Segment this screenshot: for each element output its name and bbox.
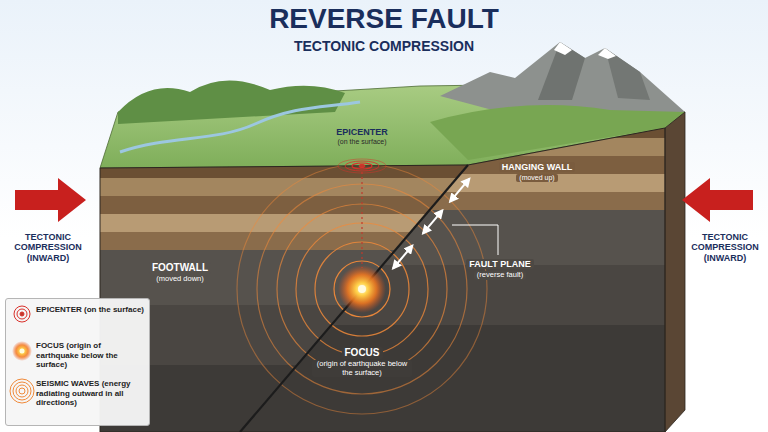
symbol-core (20, 349, 25, 354)
river (120, 102, 360, 152)
seismic-wave (257, 184, 467, 394)
seismic-wave (334, 261, 390, 317)
focus-note: (origin of earthquake below the surface) (312, 360, 412, 377)
focus-label: FOCUS (342, 347, 383, 359)
symbol-ring (19, 388, 25, 394)
layer-group (95, 48, 675, 432)
snow-cap (554, 42, 572, 55)
legend-symbols (6, 299, 151, 427)
epicenter-label: EPICENTER (336, 127, 388, 137)
legend-panel: EPICENTER (on the surface) FOCUS (origin … (5, 298, 150, 426)
rock-layer (95, 156, 675, 174)
symbol-ring (16, 385, 28, 397)
legend-text: EPICENTER (on the surface) (36, 305, 144, 315)
hanging-wall-label: HANGING WALL (499, 162, 576, 172)
rock-layer (95, 210, 675, 265)
rock-layer (95, 174, 675, 192)
slip-arrows (393, 179, 469, 269)
seismic-wave (315, 242, 409, 336)
epicenter-focus-line (361, 172, 362, 268)
mountain-shade (538, 42, 585, 100)
rock-layer (95, 48, 675, 138)
slip-arrow (393, 246, 412, 269)
focus-glow (338, 265, 386, 313)
block-outline (100, 128, 665, 432)
symbol-ring (17, 309, 27, 319)
force-label: TECTONIC COMPRESSION (INWARD) (686, 232, 764, 263)
seismic-waves (237, 164, 487, 414)
waves-symbol (10, 379, 34, 403)
compression-arrow (15, 178, 86, 222)
rock-layer (95, 325, 675, 432)
fault-line (240, 165, 468, 432)
diagram-title: REVERSE FAULT (0, 3, 768, 35)
epicenter-dot (359, 164, 365, 167)
symbol-dot (20, 312, 24, 316)
slip-arrow (423, 210, 442, 233)
subtitle: TECTONIC COMPRESSION (294, 38, 474, 54)
rock-layer (95, 88, 675, 178)
force-label: TECTONIC COMPRESSION (INWARD) (6, 232, 90, 263)
symbol-ring (10, 379, 34, 403)
side-face (665, 112, 685, 432)
seismic-wave (277, 204, 447, 374)
epicenter-symbol (14, 306, 30, 322)
focus-core (358, 285, 366, 293)
epicenter-rings (338, 159, 386, 173)
epicenter-ring (352, 163, 372, 169)
fault-leader (452, 225, 498, 255)
symbol-glow (12, 341, 32, 361)
hanging-wall-note: (moved up) (516, 174, 557, 182)
legend-text: FOCUS (origin of earthquake below the su… (36, 341, 144, 370)
footwall-note: (moved down) (153, 275, 207, 284)
slip-arrow (450, 179, 469, 202)
snow-cap (598, 48, 616, 59)
focus-symbol (12, 341, 32, 361)
seismic-wave (237, 164, 487, 414)
epicenter-note: (on the surface) (337, 138, 386, 146)
epicenter-ring (345, 161, 379, 171)
fault-plane-note: (reverse fault) (474, 271, 526, 280)
rock-layers (95, 48, 675, 432)
green-hills (118, 80, 345, 124)
fault-plane-label: FAULT PLANE (466, 259, 533, 269)
rock-layer (95, 138, 675, 156)
compression-arrow (682, 178, 753, 222)
legend-text: SEISMIC WAVES (energy radiating outward … (36, 379, 144, 408)
footwall-label: FOOTWALL (149, 262, 211, 274)
epicenter-ring (338, 159, 386, 173)
layer-group (95, 88, 675, 432)
symbol-ring (14, 306, 30, 322)
symbol-ring (13, 382, 31, 400)
